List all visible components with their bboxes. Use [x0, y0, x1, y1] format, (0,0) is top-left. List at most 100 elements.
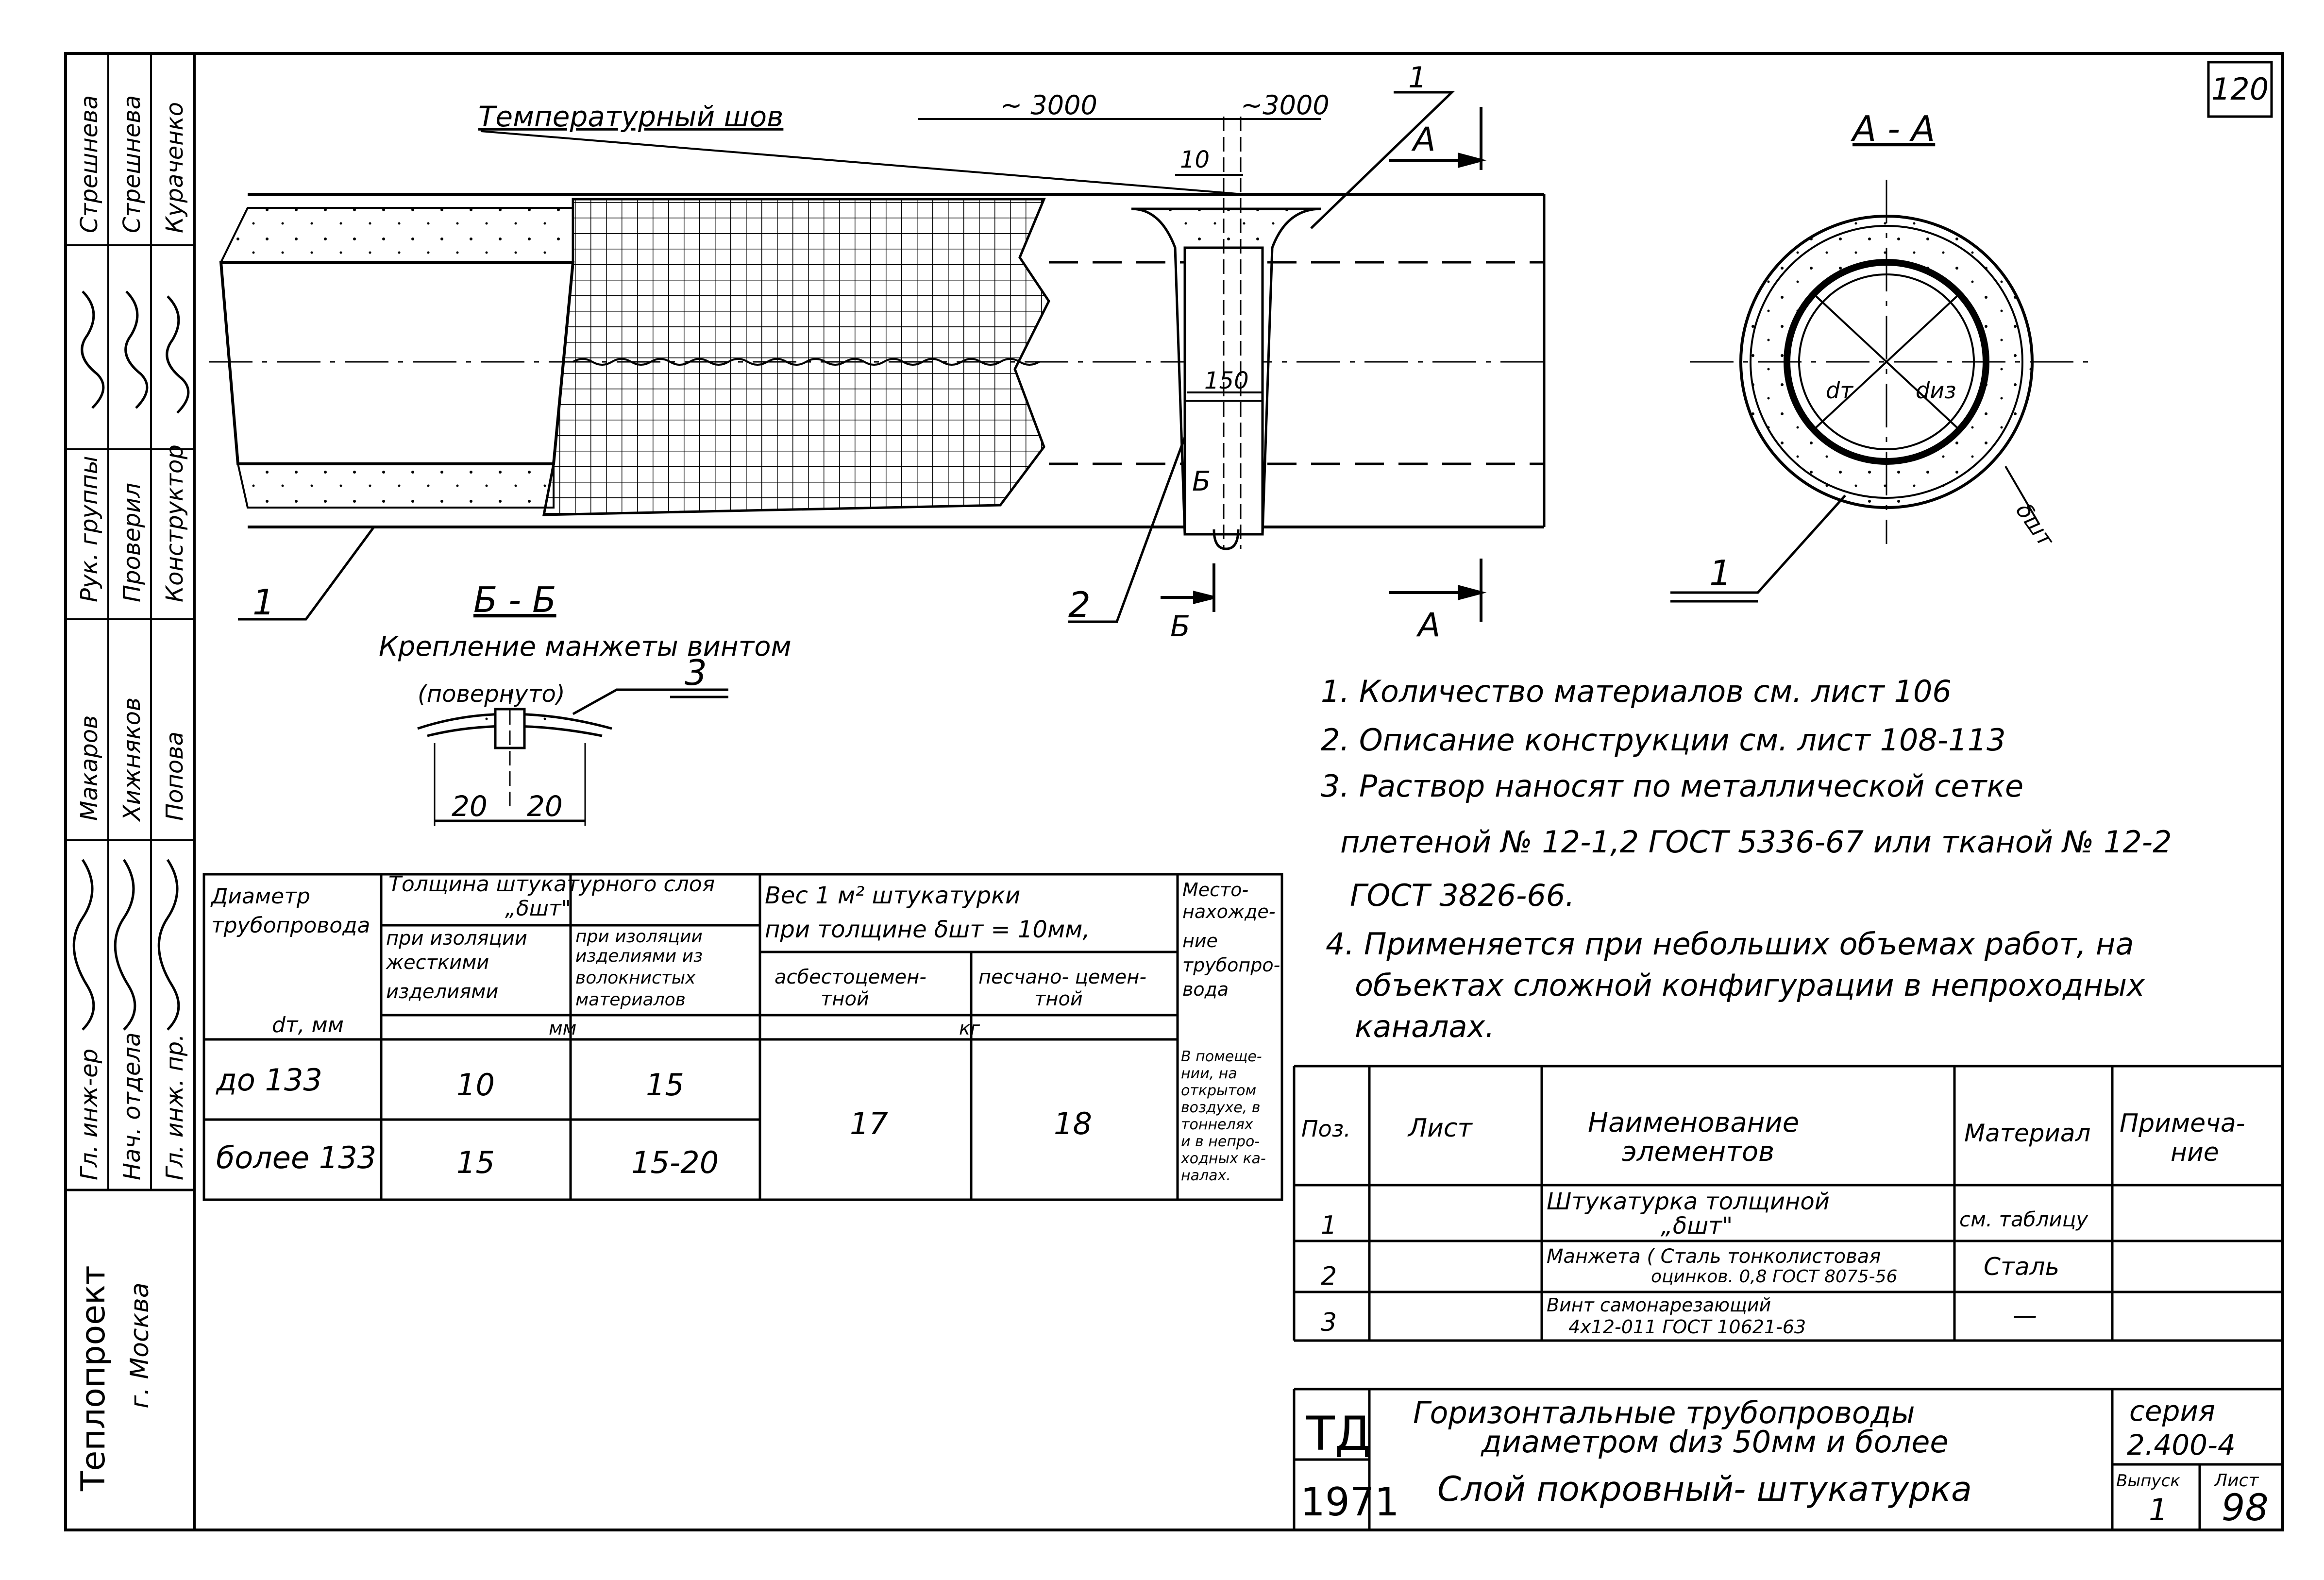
section-bb-callout-3: 3 [685, 652, 707, 693]
issue-label: Выпуск [2116, 1471, 2180, 1491]
table-cell: 15-20 [631, 1145, 719, 1180]
pipe-main-view [209, 117, 1554, 550]
note-line: ГОСТ 3826-66. [1350, 878, 1575, 913]
spec-header-name: элементов [1622, 1136, 1774, 1168]
table-cell: В помеще- [1181, 1048, 1262, 1065]
table-cell: воздухе, в [1181, 1099, 1260, 1116]
note-line: каналах. [1355, 1009, 1495, 1044]
table-header: Толщина штукатурного слоя [388, 872, 715, 897]
table-header: при изоляции [575, 927, 703, 947]
table-unit: кг [959, 1018, 980, 1039]
spec-name: Манжета ( Сталь тонколистовая [1547, 1245, 1881, 1268]
table-header: при изоляции [386, 927, 527, 950]
callout-2: 2 [1068, 584, 1091, 625]
sheet-number: 120 [2211, 71, 2269, 107]
table-cell: 18 [1054, 1106, 1092, 1141]
spec-name: „δшт" [1661, 1212, 1733, 1240]
thickness-table [202, 873, 1283, 1201]
spec-pos: 3 [1321, 1308, 1337, 1337]
stamp-name: Хижняков [118, 697, 146, 822]
section-markers [1161, 107, 1487, 622]
table-header: вода [1182, 979, 1229, 1000]
stamp-role: Гл. инж-ер [76, 1049, 103, 1180]
stamp-role: Гл. инж. пр. [161, 1034, 188, 1180]
table-header: тной [821, 988, 869, 1010]
section-bb-dim-left: 20 [452, 790, 488, 823]
section-bb-subtitle: Крепление манжеты винтом [379, 631, 792, 663]
spec-table [1293, 1065, 2282, 1342]
spec-header-sheet: Лист [1407, 1114, 1473, 1143]
callout-1-bottom: 1 [253, 582, 275, 623]
table-header: волокнистых [575, 968, 696, 988]
table-header: песчано- цемен- [978, 966, 1146, 988]
stamp-name: Попова [161, 731, 188, 821]
org-city: г. Москва [125, 1282, 154, 1409]
title-line-2: диаметром dиз 50мм и более [1481, 1424, 1949, 1460]
note-line: 1. Количество материалов см. лист 106 [1321, 674, 1952, 709]
section-aa-callout-1: 1 [1709, 553, 1732, 594]
section-a-top: А [1411, 120, 1436, 159]
note-line: 3. Раствор наносят по металлической сетк… [1321, 768, 2023, 804]
org-name: Теплопроект [74, 1265, 113, 1492]
series-label: серия [2129, 1394, 2215, 1427]
table-header: трубопровода [211, 913, 370, 938]
table-header: при толщине δшт = 10мм, [765, 916, 1090, 943]
section-aa-view [1670, 180, 2098, 603]
title-subtitle: Слой покровный- штукатурка [1437, 1469, 1972, 1509]
spec-name: Штукатурка толщиной [1547, 1188, 1830, 1215]
callout-1-top: 1 [1408, 61, 1427, 95]
table-header: изделиями из [575, 946, 703, 966]
spec-material: см. таблицу [1959, 1207, 2088, 1231]
sheet-label: Лист [2213, 1471, 2259, 1491]
spec-header-pos: Поз. [1301, 1116, 1351, 1142]
table-header: Место- [1182, 879, 1248, 900]
section-aa-diz-label: dиз [1916, 377, 1956, 404]
table-unit: мм [549, 1018, 576, 1039]
stamp-signature: Кураченко [161, 102, 188, 233]
stamp-position: Рук. группы [76, 456, 103, 602]
table-cell: нии, на [1181, 1065, 1237, 1082]
issue-value: 1 [2149, 1492, 2168, 1528]
spec-name: 4x12-011 ГОСТ 10621-63 [1568, 1316, 1806, 1338]
stamp-name: Макаров [76, 715, 103, 821]
note-line: объектах сложной конфигурации в непроход… [1355, 968, 2145, 1003]
section-bb-dim-right: 20 [527, 790, 563, 823]
dimension-lines [480, 118, 1321, 393]
side-stamp [66, 53, 194, 1191]
dim-10: 10 [1180, 146, 1210, 173]
section-a-bottom: А [1416, 606, 1441, 645]
note-line: плетеной № 12-1,2 ГОСТ 5336-67 или ткано… [1340, 824, 2172, 860]
spec-header-material: Материал [1964, 1119, 2091, 1147]
stamp-position: Проверил [118, 483, 146, 602]
spec-header-name: Наименование [1588, 1107, 1799, 1138]
table-cell: налах. [1181, 1167, 1231, 1184]
table-header: Диаметр [210, 884, 310, 909]
section-aa-dt-label: dт [1826, 377, 1853, 404]
table-cell: ходных ка- [1180, 1150, 1266, 1167]
title-year: 1971 [1300, 1479, 1399, 1525]
spec-header-note: Примеча- [2120, 1109, 2245, 1138]
table-cell: 17 [850, 1106, 888, 1141]
section-bb-view [417, 688, 728, 826]
spec-pos: 2 [1321, 1262, 1337, 1291]
table-header: материалов [575, 990, 686, 1010]
series-value: 2.400-4 [2127, 1428, 2236, 1461]
table-header: жесткими [386, 951, 489, 974]
stamp-role: Нач. отдела [118, 1032, 146, 1180]
stamp-handwritten-signatures [72, 290, 190, 1031]
title-block [1293, 1388, 2282, 1530]
stamp-position: Конструктор [161, 444, 188, 602]
spec-name: Винт самонарезающий [1547, 1294, 1771, 1316]
table-header: трубопро- [1182, 954, 1280, 976]
table-cell: и в непро- [1181, 1133, 1260, 1150]
table-header: „δшт" [505, 896, 571, 921]
note-line: 2. Описание конструкции см. лист 108-113 [1321, 722, 2006, 758]
spec-material: — [2013, 1301, 2037, 1329]
table-cell: тоннелях [1181, 1116, 1253, 1133]
sheet-value: 98 [2222, 1486, 2269, 1529]
table-header: нахожде- [1182, 901, 1275, 922]
table-cell: 10 [456, 1067, 495, 1103]
table-header: изделиями [386, 981, 498, 1003]
table-cell: более 133 [216, 1140, 376, 1175]
